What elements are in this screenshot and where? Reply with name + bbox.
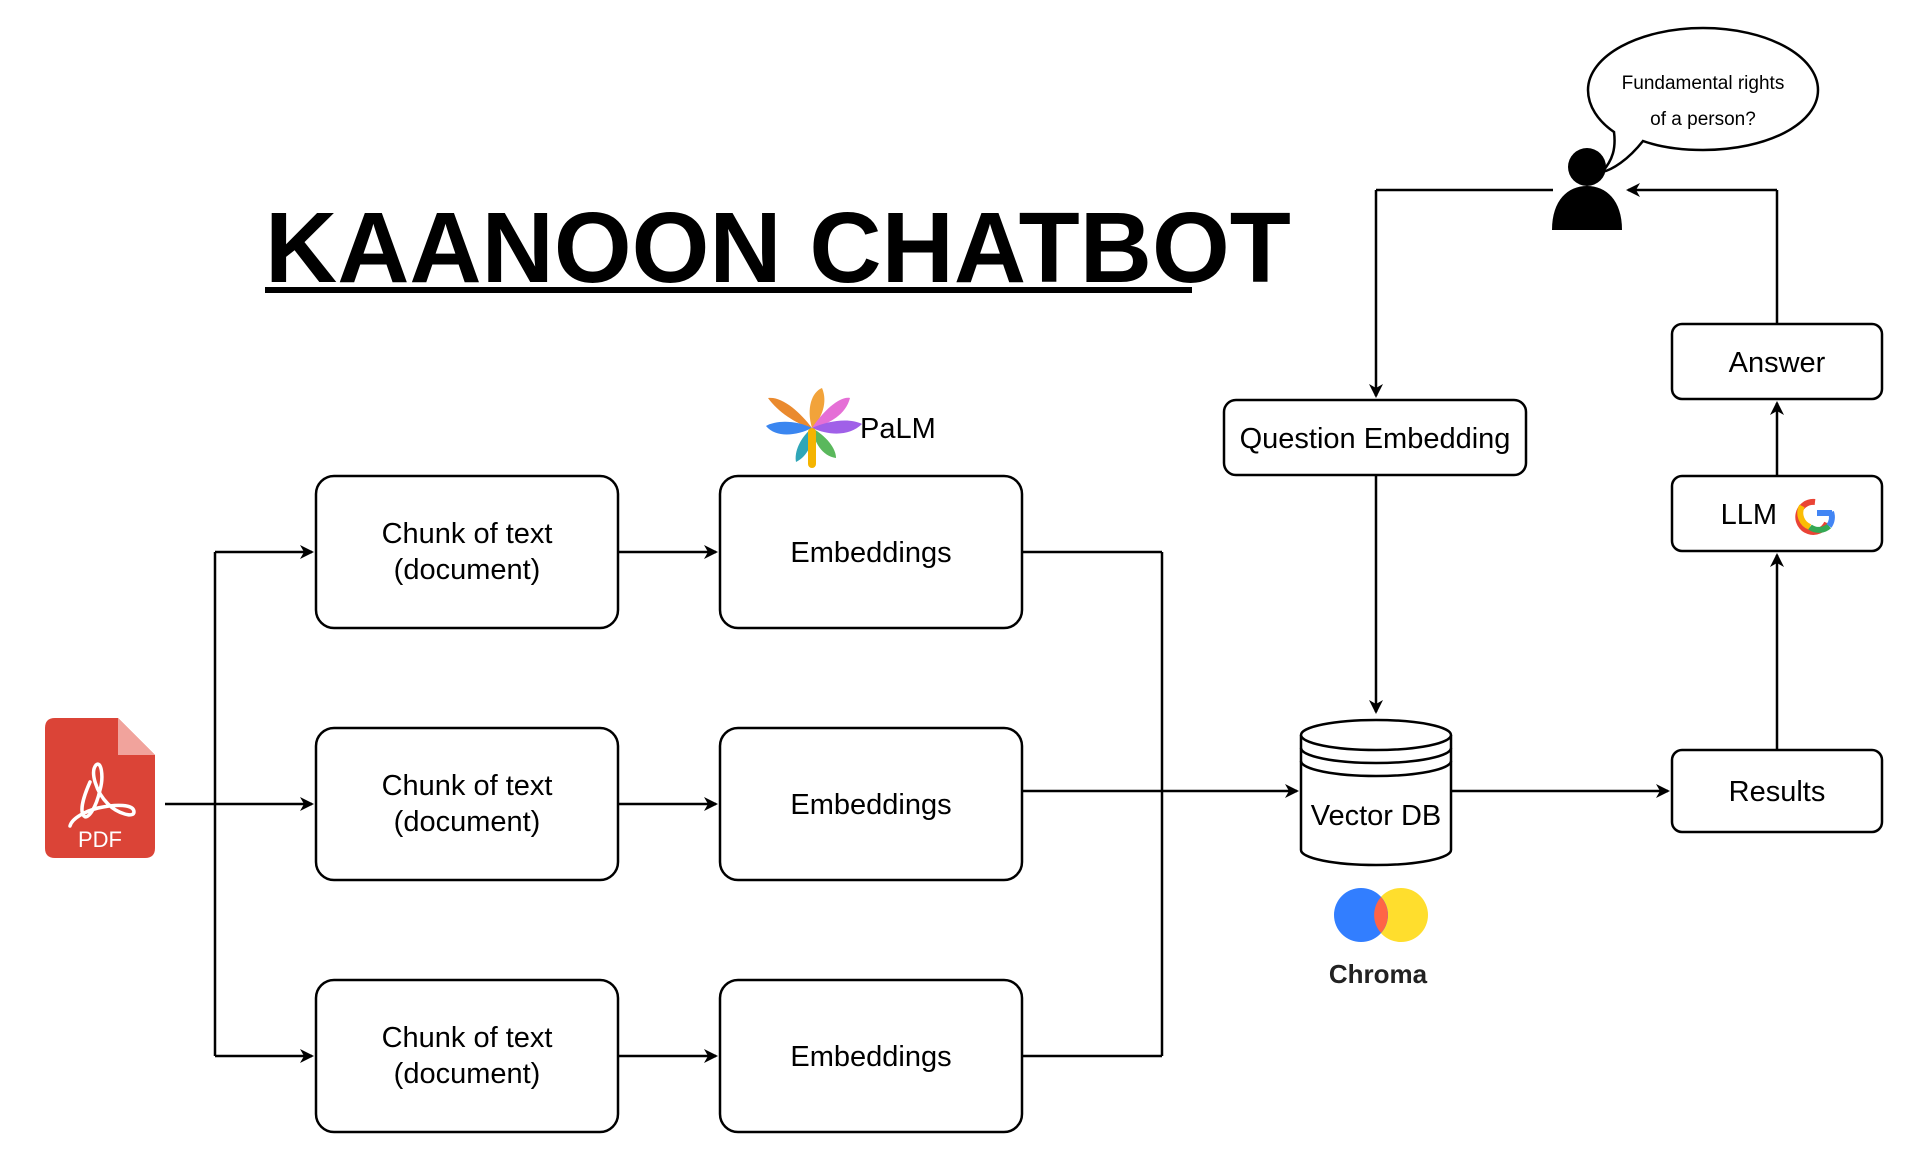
vector-db-cylinder: Vector DB [1299,718,1453,867]
google-icon [1795,498,1835,535]
page-title: KAANOON CHATBOT [265,192,1291,304]
person-icon [1552,148,1622,230]
embedding-merge-connectors [1022,550,1299,1058]
chunk-sublabel-2: (document) [394,806,541,838]
results-box: Results [1670,748,1884,834]
chunk-label-1: Chunk of text [382,518,553,550]
speech-bubble: Fundamental rights of a person? [1586,26,1820,174]
chroma-label: Chroma [1329,959,1428,989]
pdf-label: PDF [78,827,122,852]
answer-box: Answer [1670,322,1884,401]
embedding-label-3: Embeddings [790,1041,951,1073]
embedding-box-3: Embeddings [718,978,1024,1134]
results-label: Results [1729,776,1826,808]
pdf-icon: PDF [45,718,155,858]
chunk-box-2: Chunk of text (document) [314,726,620,882]
chroma-icon [1334,888,1428,942]
llm-box: LLM [1670,474,1884,553]
pdf-split-connectors [165,545,314,1063]
person-to-question-connector [1369,188,1553,398]
question-embedding-box: Question Embedding [1222,398,1528,477]
chroma-logo: Chroma [1329,888,1428,989]
chunk-to-embedding-arrows [618,545,718,1063]
chunk-label-2: Chunk of text [382,770,553,802]
chunk-box-3: Chunk of text (document) [314,978,620,1134]
speech-line-1: Fundamental rights [1622,73,1785,94]
answer-label: Answer [1729,347,1826,379]
chunk-label-3: Chunk of text [382,1022,553,1054]
speech-line-2: of a person? [1650,109,1756,130]
vector-db-label: Vector DB [1311,800,1442,832]
chunk-sublabel-1: (document) [394,554,541,586]
question-embedding-label: Question Embedding [1240,423,1511,455]
llm-label: LLM [1721,499,1777,531]
embedding-box-1: Embeddings [718,474,1024,630]
embedding-label-2: Embeddings [790,789,951,821]
chunk-sublabel-3: (document) [394,1058,541,1090]
embedding-box-2: Embeddings [718,726,1024,882]
answer-to-person-connector [1626,183,1779,324]
palm-logo: PaLM [766,388,936,468]
palm-icon [766,388,862,468]
palm-label: PaLM [860,413,936,445]
embedding-label-1: Embeddings [790,537,951,569]
chunk-box-1: Chunk of text (document) [314,474,620,630]
